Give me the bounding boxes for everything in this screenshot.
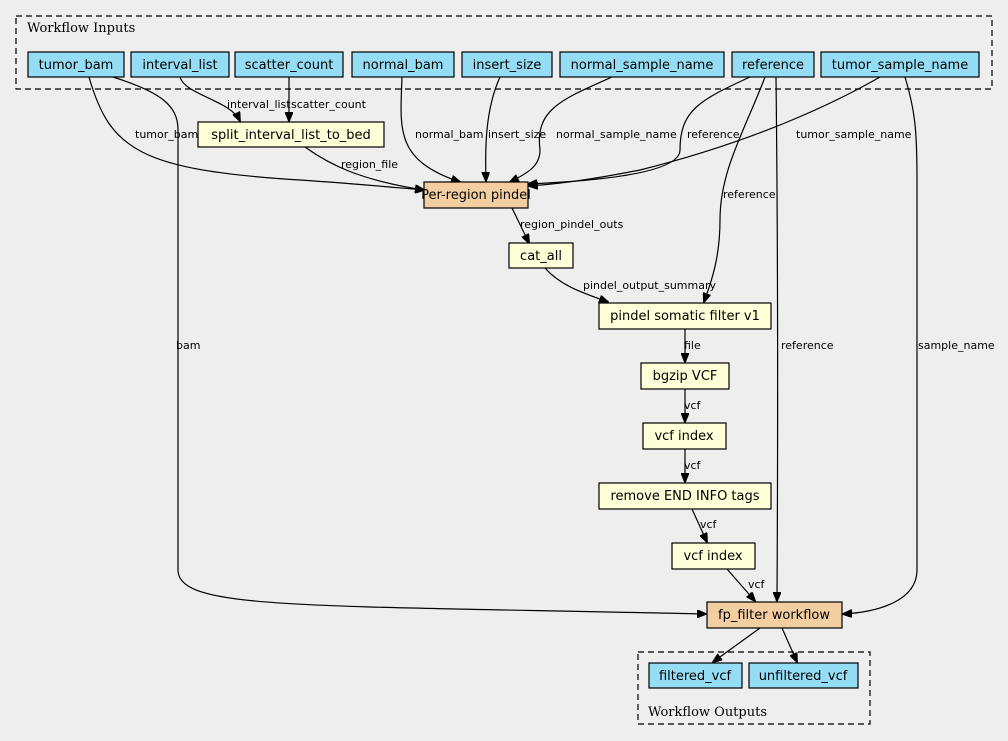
edge-label-scatter-count: scatter_count	[291, 98, 367, 111]
edge-vcf-4	[726, 568, 755, 601]
node-split-interval-list-to-bed[interactable]: split_interval_list_to_bed	[197, 121, 385, 148]
node-normal-sample-name[interactable]: normal_sample_name	[559, 51, 725, 78]
edge-label-vcf-3: vcf	[700, 518, 718, 531]
edge-vcf-3	[691, 508, 707, 542]
edge-labels: interval_list scatter_count tumor_bam re…	[135, 98, 995, 591]
workflow-outputs-title: Workflow Outputs	[648, 705, 767, 720]
node-split-interval-label: split_interval_list_to_bed	[211, 128, 371, 143]
edge-label-pindel-output-summary: pindel_output_summary	[583, 279, 716, 292]
workflow-outputs-cluster: Workflow Outputs	[637, 651, 871, 725]
edge-normal-sample-name	[510, 76, 613, 182]
edges	[88, 76, 918, 662]
edge-insert-size	[486, 76, 501, 181]
edge-label-insert-size: insert_size	[488, 128, 546, 141]
node-cat-all[interactable]: cat_all	[508, 242, 574, 269]
node-reference-label: reference	[742, 58, 804, 73]
edge-label-reference-filter: reference	[723, 188, 776, 201]
edge-label-normal-sample-name: normal_sample_name	[556, 128, 677, 141]
edge-label-region-pindel-outs: region_pindel_outs	[520, 218, 624, 231]
workflow-inputs-cluster: Workflow Inputs	[15, 15, 993, 90]
node-tumor-sample-name[interactable]: tumor_sample_name	[820, 51, 980, 78]
edge-pindel-output-summary	[544, 267, 608, 302]
edge-label-normal-bam: normal_bam	[415, 128, 483, 141]
edge-label-tumor-bam: tumor_bam	[135, 128, 198, 141]
edge-region-file	[304, 146, 424, 190]
edge-filtered-vcf	[713, 627, 761, 662]
node-tumor-bam-label: tumor_bam	[39, 58, 114, 73]
node-filtered-vcf-label: filtered_vcf	[659, 669, 732, 684]
edge-reference-pindel	[528, 76, 751, 184]
edge-label-vcf-1: vcf	[684, 399, 702, 412]
node-cat-all-label: cat_all	[520, 249, 562, 264]
edge-interval-list	[179, 76, 240, 121]
input-nodes: tumor_bam interval_list scatter_count no…	[27, 51, 980, 78]
node-insert-size[interactable]: insert_size	[461, 51, 553, 78]
output-nodes: filtered_vcf unfiltered_vcf	[648, 662, 859, 689]
edge-label-reference-pindel: reference	[687, 128, 740, 141]
edge-label-region-file: region_file	[341, 158, 398, 171]
edge-label-sample-name: sample_name	[918, 339, 995, 352]
node-bgzip-vcf-label: bgzip VCF	[653, 369, 718, 384]
node-tumor-bam[interactable]: tumor_bam	[27, 51, 125, 78]
node-vcf-index-1-label: vcf index	[654, 429, 713, 444]
edge-label-tumor-sample-name: tumor_sample_name	[796, 128, 912, 141]
edge-bam	[112, 76, 706, 614]
node-unfiltered-vcf[interactable]: unfiltered_vcf	[748, 662, 859, 689]
node-scatter-count[interactable]: scatter_count	[234, 51, 344, 78]
edge-label-reference-fp: reference	[781, 339, 834, 352]
edge-tumor-bam	[88, 76, 424, 190]
node-fp-filter-workflow[interactable]: fp_filter workflow	[706, 601, 843, 629]
edge-label-bam: bam	[176, 339, 200, 352]
node-vcf-index-2-label: vcf index	[683, 549, 742, 564]
node-vcf-index-1[interactable]: vcf index	[642, 422, 727, 450]
node-unfiltered-vcf-label: unfiltered_vcf	[759, 669, 848, 684]
edge-label-vcf-4: vcf	[748, 578, 766, 591]
node-bgzip-vcf[interactable]: bgzip VCF	[640, 362, 730, 390]
node-tumor-sample-name-label: tumor_sample_name	[832, 58, 968, 73]
node-pindel-somatic-filter[interactable]: pindel somatic filter v1	[598, 302, 772, 330]
step-nodes: split_interval_list_to_bed Per-region pi…	[197, 121, 843, 629]
node-insert-size-label: insert_size	[473, 58, 542, 73]
node-interval-list[interactable]: interval_list	[130, 51, 230, 78]
edge-label-vcf-2: vcf	[684, 459, 702, 472]
node-pindel-somatic-filter-label: pindel somatic filter v1	[610, 309, 760, 324]
edge-reference-filter	[704, 76, 766, 302]
node-filtered-vcf[interactable]: filtered_vcf	[648, 662, 743, 689]
node-scatter-count-label: scatter_count	[245, 58, 334, 73]
edge-region-pindel-outs	[511, 207, 529, 243]
node-normal-bam[interactable]: normal_bam	[351, 51, 455, 78]
edge-label-file: file	[684, 339, 701, 352]
node-reference[interactable]: reference	[731, 51, 815, 78]
edge-reference-fp	[776, 76, 778, 601]
node-per-region-pindel[interactable]: Per-region pindel	[421, 181, 531, 209]
node-normal-bam-label: normal_bam	[363, 58, 444, 73]
node-remove-end-info-tags[interactable]: remove END INFO tags	[598, 482, 772, 510]
node-fp-filter-workflow-label: fp_filter workflow	[718, 608, 830, 623]
workflow-inputs-title: Workflow Inputs	[27, 21, 135, 36]
edge-unfiltered-vcf	[781, 627, 797, 662]
edge-tumor-sample-name	[529, 76, 881, 186]
node-remove-end-info-tags-label: remove END INFO tags	[610, 489, 759, 504]
edge-label-interval-list: interval_list	[227, 98, 291, 111]
node-per-region-pindel-label: Per-region pindel	[421, 188, 531, 203]
edge-normal-bam	[400, 76, 460, 182]
node-vcf-index-2[interactable]: vcf index	[671, 542, 756, 570]
edge-sample-name	[843, 76, 918, 614]
node-interval-list-label: interval_list	[142, 58, 217, 73]
node-normal-sample-name-label: normal_sample_name	[571, 58, 714, 73]
